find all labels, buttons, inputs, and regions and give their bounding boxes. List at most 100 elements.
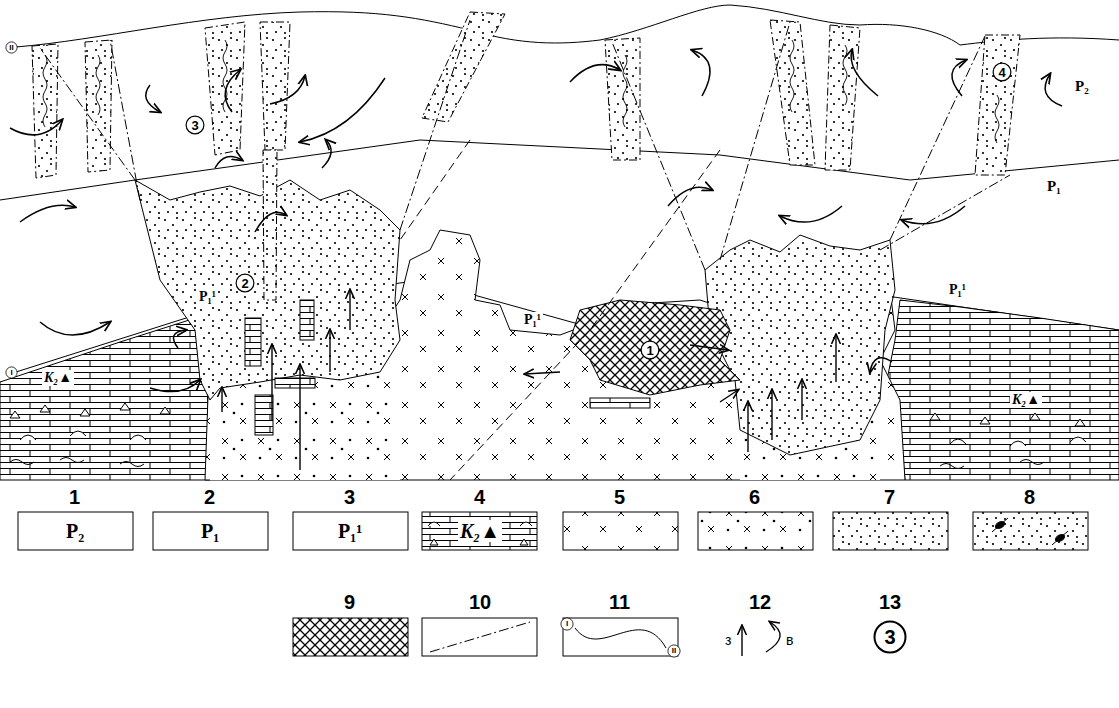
legend-sample [18, 512, 1088, 656]
breccia-pipe [705, 235, 895, 455]
legend-number: 8 [1024, 487, 1035, 507]
legend-sample-detail [428, 518, 1068, 656]
fault-line [400, 140, 720, 480]
flow-arrow [902, 206, 965, 224]
flow-arrow [952, 60, 966, 96]
legend-sample [563, 512, 678, 550]
legend-sample [422, 618, 537, 656]
legend-sample [293, 512, 408, 550]
upflow-arrow [222, 290, 836, 470]
legend-sample [563, 618, 678, 656]
legend-sample [973, 512, 1088, 550]
limestone-xenolith [245, 318, 261, 366]
legend-sample-detail [766, 622, 780, 652]
legend-sample [698, 512, 813, 550]
circle-text: I [10, 369, 12, 377]
circle-text: II [672, 647, 676, 655]
flow-arrow [692, 50, 710, 96]
circle-text: I [566, 620, 568, 628]
dike-wave [623, 55, 627, 127]
flow-arrow [255, 212, 286, 232]
unit-label: P₁¹ [338, 521, 362, 541]
upflow-arrow [747, 402, 748, 452]
upflow-arrow [299, 365, 300, 470]
net-body [570, 300, 740, 395]
unit-label: K₂▲ [458, 520, 502, 542]
upflow-arrow [771, 390, 772, 440]
legend-sample-detail [992, 518, 1068, 545]
flow-arrow [10, 120, 62, 135]
circle-outline [236, 274, 254, 292]
flow-arrow [146, 85, 160, 112]
circled-number: 3 [185, 115, 205, 135]
dike-band [422, 12, 505, 122]
circle-outline [6, 367, 17, 378]
dike-band [205, 22, 245, 155]
upflow-arrow [720, 390, 738, 402]
upflow-arrow [525, 372, 560, 374]
legend-sample [833, 512, 948, 550]
circled-number: 4 [992, 62, 1012, 82]
upflow-arrow [349, 290, 350, 330]
legend-number: 7 [884, 487, 895, 507]
limestone-xenolith [590, 398, 650, 408]
circle-text: II [9, 44, 13, 52]
unit-label: P₁ [201, 521, 219, 541]
legend-number: 9 [344, 592, 355, 612]
circle-text: 3 [191, 119, 198, 132]
legend-number: 13 [879, 592, 901, 612]
net-body [570, 300, 740, 395]
dike-wave [43, 40, 999, 143]
dike-band [32, 44, 58, 178]
flow-arrow [215, 156, 242, 168]
legend-letter: з [725, 633, 731, 647]
fault-line [450, 150, 720, 480]
surface-line [16, 5, 1119, 47]
unit-label: P₂ [1073, 78, 1091, 95]
dike-band [825, 25, 860, 170]
flow-arrow [780, 206, 842, 222]
legend-number: 3 [344, 487, 355, 507]
upflow-arrow [221, 388, 222, 412]
upflow-arrow [271, 345, 272, 420]
limestone-k2 [885, 300, 1119, 480]
circled-number: II [667, 644, 681, 658]
unit-label: K₂▲ [42, 370, 74, 386]
upflow-arrow [329, 330, 330, 372]
flow-arrow [322, 140, 331, 168]
formation-boundary [0, 140, 1119, 200]
dike-wave [790, 40, 794, 112]
legend-number: 1 [69, 487, 80, 507]
funnel-line [890, 36, 985, 240]
legend-sample-detail [430, 622, 530, 652]
dike-wave [843, 45, 847, 105]
dike-band [263, 150, 277, 300]
circle-outline [668, 645, 680, 657]
circled-number: 1 [640, 340, 660, 360]
circle-text: 1 [646, 344, 653, 357]
legend-sample [422, 512, 537, 550]
flow-arrow [10, 50, 1062, 392]
limestone-k2 [0, 315, 210, 480]
surface-line [16, 5, 1119, 47]
upflow-arrow [801, 380, 802, 420]
legend-number: 2 [204, 487, 215, 507]
legend-number: 12 [749, 592, 771, 612]
circle-outline [875, 622, 906, 653]
unit-label: P₁¹ [197, 289, 218, 305]
unit-label: K₂▲ [1010, 392, 1042, 408]
legend-number: 4 [474, 487, 485, 507]
circled-number: I [5, 366, 18, 379]
unit-label: P₂ [66, 521, 84, 541]
funnel-line [720, 22, 790, 260]
intrusive-body [210, 372, 400, 480]
funnel-line [40, 48, 135, 180]
flow-arrow [40, 322, 110, 335]
legend-number: 11 [609, 592, 630, 612]
upflow-arrow [690, 345, 728, 350]
dike-wave [995, 95, 999, 143]
legend-number: 5 [614, 487, 625, 507]
funnel-line [612, 42, 705, 270]
